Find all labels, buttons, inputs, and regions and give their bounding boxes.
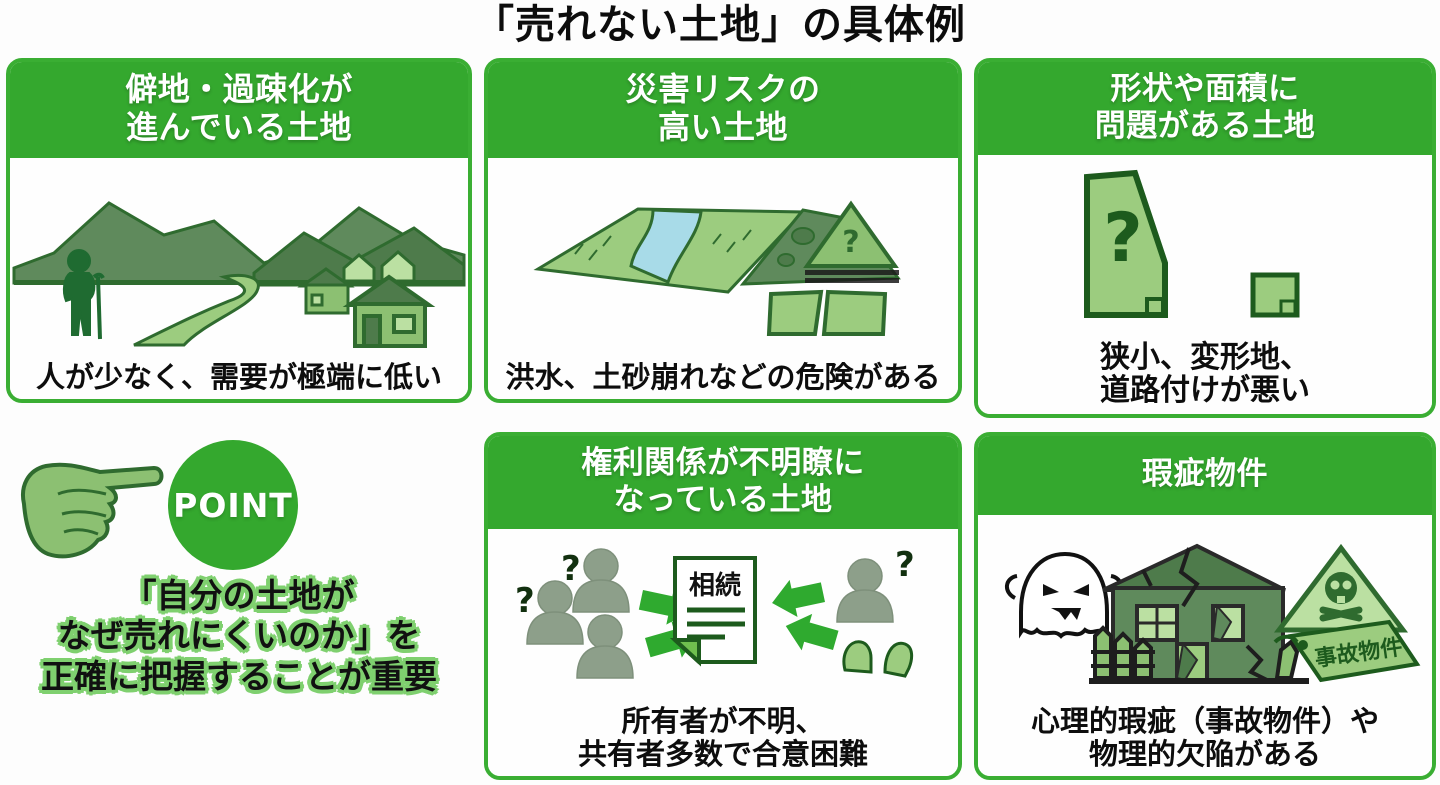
irregular-plot-icon: ? <box>978 155 1432 341</box>
card-header: 権利関係が不明瞭に なっている土地 <box>488 436 958 530</box>
pointing-hand-icon <box>21 462 164 559</box>
card-shape-area-problem-land: 形状や面積に 問題がある土地 ? 狭小、変形地、 道路付けが悪い <box>974 58 1436 418</box>
point-badge: POINT <box>168 440 298 570</box>
card-body: ? 狭小、変形地、 道路付けが悪い <box>978 155 1432 414</box>
rural-landscape-icon <box>10 158 468 361</box>
card-header: 瑕疵物件 <box>978 436 1432 515</box>
plot-question-mark: ? <box>1103 199 1142 278</box>
point-text: 「自分の土地が なぜ売れにくいのか」を 正確に把握することが重要 <box>41 576 437 696</box>
card-header: 形状や面積に 問題がある土地 <box>978 62 1432 156</box>
card-body: ? ? 相続 <box>488 529 958 776</box>
question-mark: ? <box>515 581 535 621</box>
card-caption: 心理的瑕疵（事故物件）や 物理的欠陥がある <box>1030 704 1379 771</box>
card-caption: 所有者が不明、 共有者多数で合意困難 <box>577 704 868 771</box>
point-header: POINT <box>6 432 472 572</box>
card-header: 僻地・過疎化が 進んでいる土地 <box>10 62 468 158</box>
haunted-damaged-house-icon: 事故物件 <box>978 515 1432 705</box>
card-caption: 狭小、変形地、 道路付けが悪い <box>1100 339 1310 409</box>
card-body: ? 洪水、土砂崩れなどの危険がある <box>488 157 958 399</box>
document-label: 相続 <box>689 570 741 601</box>
card-caption: 洪水、土砂崩れなどの危険がある <box>505 359 941 394</box>
ghost-icon <box>1005 551 1123 639</box>
hazard-map-icon: ? <box>488 158 958 361</box>
card-body: 人が少なく、需要が極端に低い <box>10 157 468 399</box>
card-header: 災害リスクの 高い土地 <box>488 62 958 158</box>
property-tag: 事故物件 <box>1273 619 1421 682</box>
inheritance-dispute-icon: ? ? 相続 <box>488 529 958 705</box>
skull-warning-icon <box>1273 543 1409 633</box>
card-defective-property: 瑕疵物件 <box>974 432 1436 780</box>
svg-text:?: ? <box>842 225 859 260</box>
point-block: POINT 「自分の土地が なぜ売れにくいのか」を 正確に把握することが重要 <box>6 432 472 780</box>
card-remote-depopulated-land: 僻地・過疎化が 進んでいる土地 <box>6 58 472 403</box>
card-disaster-risk-land: 災害リスクの 高い土地 <box>484 58 962 403</box>
question-mark: ? <box>561 549 581 589</box>
card-caption: 人が少なく、需要が極端に低い <box>35 359 442 394</box>
card-body: 事故物件 心理的瑕疵（事故物件）や 物理的欠陥がある <box>978 514 1432 776</box>
page-title: 「売れない土地」の具体例 <box>474 2 966 48</box>
question-mark: ? <box>895 545 915 585</box>
card-unclear-rights-land: 権利関係が不明瞭に なっている土地 <box>484 432 962 780</box>
